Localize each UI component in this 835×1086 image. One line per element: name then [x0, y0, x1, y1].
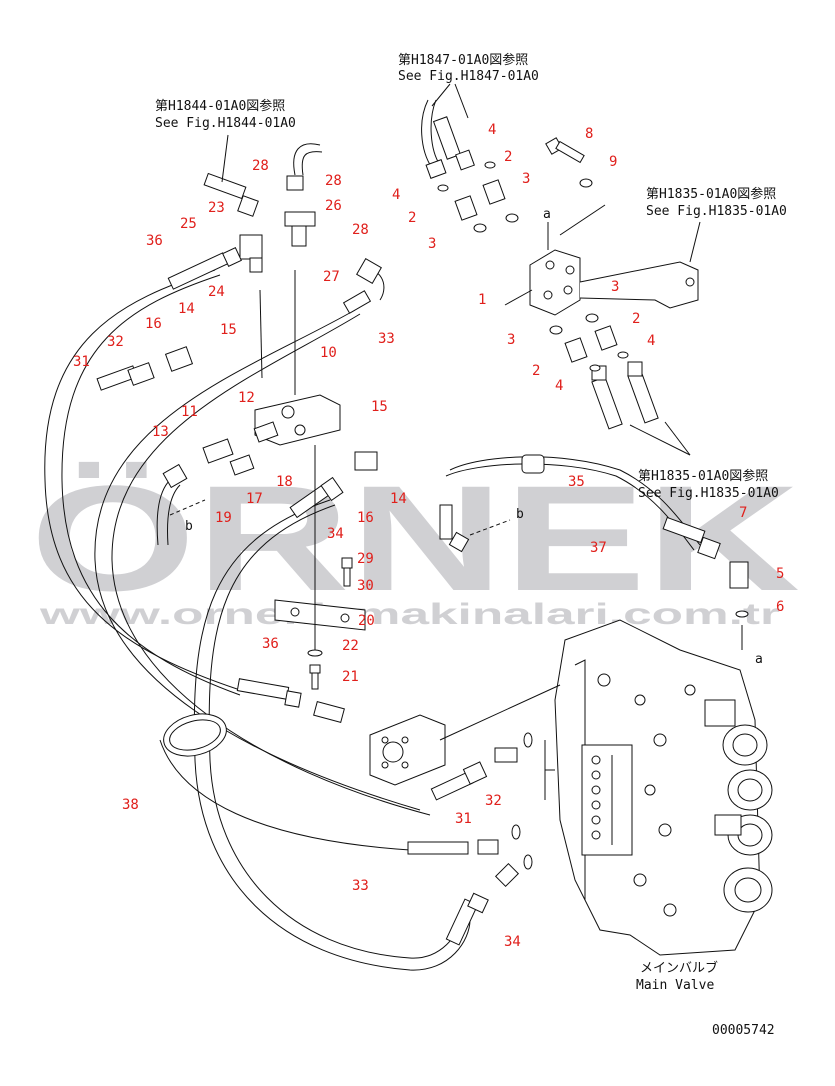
hose-routing	[44, 269, 701, 971]
part-labels: 1 2 2 2 2 3 3 3 3 4 4 4 4 5 6 7 8 9 10 1…	[73, 122, 784, 950]
part-label: 16	[357, 510, 374, 526]
part-label: 3	[428, 236, 436, 252]
part-label: 3	[507, 332, 515, 348]
ref-1835b-jp: 第H1835-01A0図参照	[638, 468, 768, 484]
part-label: 15	[220, 322, 237, 338]
part-label: 14	[390, 491, 407, 507]
main-valve-en: Main Valve	[636, 978, 714, 993]
part-label: 2	[504, 149, 512, 165]
main-valve-body	[554, 619, 773, 956]
part-label: 12	[238, 390, 255, 406]
part-label: 20	[358, 613, 375, 629]
block-assembly	[421, 99, 699, 430]
part-label: 33	[378, 331, 395, 347]
part-label: 31	[73, 354, 90, 370]
part-label: 27	[323, 269, 340, 285]
part-label: 11	[181, 404, 198, 420]
ref-1847-en: See Fig.H1847-01A0	[398, 69, 539, 84]
part-label: 28	[325, 173, 342, 189]
part-label: 34	[327, 526, 344, 542]
part-label: 10	[320, 345, 337, 361]
part-label: 31	[455, 811, 472, 827]
part-label: 21	[342, 669, 359, 685]
part-label: 34	[504, 934, 521, 950]
part-label: 3	[522, 171, 530, 187]
reference-notes: 第H1847-01A0図参照 See Fig.H1847-01A0 第H1844…	[155, 52, 787, 1038]
part-label: 19	[215, 510, 232, 526]
part-label: 18	[276, 474, 293, 490]
ref-1847-jp: 第H1847-01A0図参照	[398, 52, 528, 68]
main-valve-jp: メインバルブ	[640, 960, 718, 976]
part-label: 2	[532, 363, 540, 379]
connector-b-left: b	[185, 519, 193, 534]
part-label: 36	[262, 636, 279, 652]
part-label: 14	[178, 301, 195, 317]
part-label: 26	[325, 198, 342, 214]
connector-a-bottom: a	[755, 652, 763, 667]
part-label: 6	[776, 599, 784, 615]
part-label: 23	[208, 200, 225, 216]
ref-1835a-en: See Fig.H1835-01A0	[646, 204, 787, 219]
part-label: 15	[371, 399, 388, 415]
part-label: 32	[485, 793, 502, 809]
part-label: 17	[246, 491, 263, 507]
valve-spools	[704, 699, 773, 913]
ref-1844-en: See Fig.H1844-01A0	[155, 116, 296, 131]
part-label: 16	[145, 316, 162, 332]
part-label: 7	[739, 505, 747, 521]
part-label: 36	[146, 233, 163, 249]
part-label: 9	[609, 154, 617, 170]
watermark: ÖRNEK www.ornekismakinalari.com.tr	[30, 454, 800, 631]
part-label: 13	[152, 424, 169, 440]
part-label: 32	[107, 334, 124, 350]
part-label: 37	[590, 540, 607, 556]
part-label: 3	[611, 279, 619, 295]
part-label: 4	[555, 378, 563, 394]
part-label: 8	[585, 126, 593, 142]
part-label: 25	[180, 216, 197, 232]
watermark-brand: ÖRNEK	[30, 454, 800, 622]
part-label: 24	[208, 284, 225, 300]
fittings	[96, 143, 749, 946]
part-label: 35	[568, 474, 585, 490]
connector-a-top: a	[543, 207, 551, 222]
part-label: 5	[776, 566, 784, 582]
part-label: 4	[488, 122, 496, 138]
drawing-number: 00005742	[712, 1023, 775, 1038]
part-label: 28	[352, 222, 369, 238]
connector-b-right: b	[516, 507, 524, 522]
ref-1835a-jp: 第H1835-01A0図参照	[646, 186, 776, 202]
watermark-url: www.ornekismakinalari.com.tr	[38, 598, 780, 631]
part-label: 1	[478, 292, 486, 308]
part-label: 33	[352, 878, 369, 894]
part-label: 2	[632, 311, 640, 327]
leader-lines	[169, 83, 743, 800]
ref-1835b-en: See Fig.H1835-01A0	[638, 486, 779, 501]
part-label: 22	[342, 638, 359, 654]
part-label: 38	[122, 797, 139, 813]
valve-ports	[591, 673, 696, 917]
part-label: 4	[647, 333, 655, 349]
part-label: 2	[408, 210, 416, 226]
part-label: 30	[357, 578, 374, 594]
ref-1844-jp: 第H1844-01A0図参照	[155, 98, 285, 114]
part-label: 28	[252, 158, 269, 174]
part-label: 4	[392, 187, 400, 203]
part-label: 29	[357, 551, 374, 567]
